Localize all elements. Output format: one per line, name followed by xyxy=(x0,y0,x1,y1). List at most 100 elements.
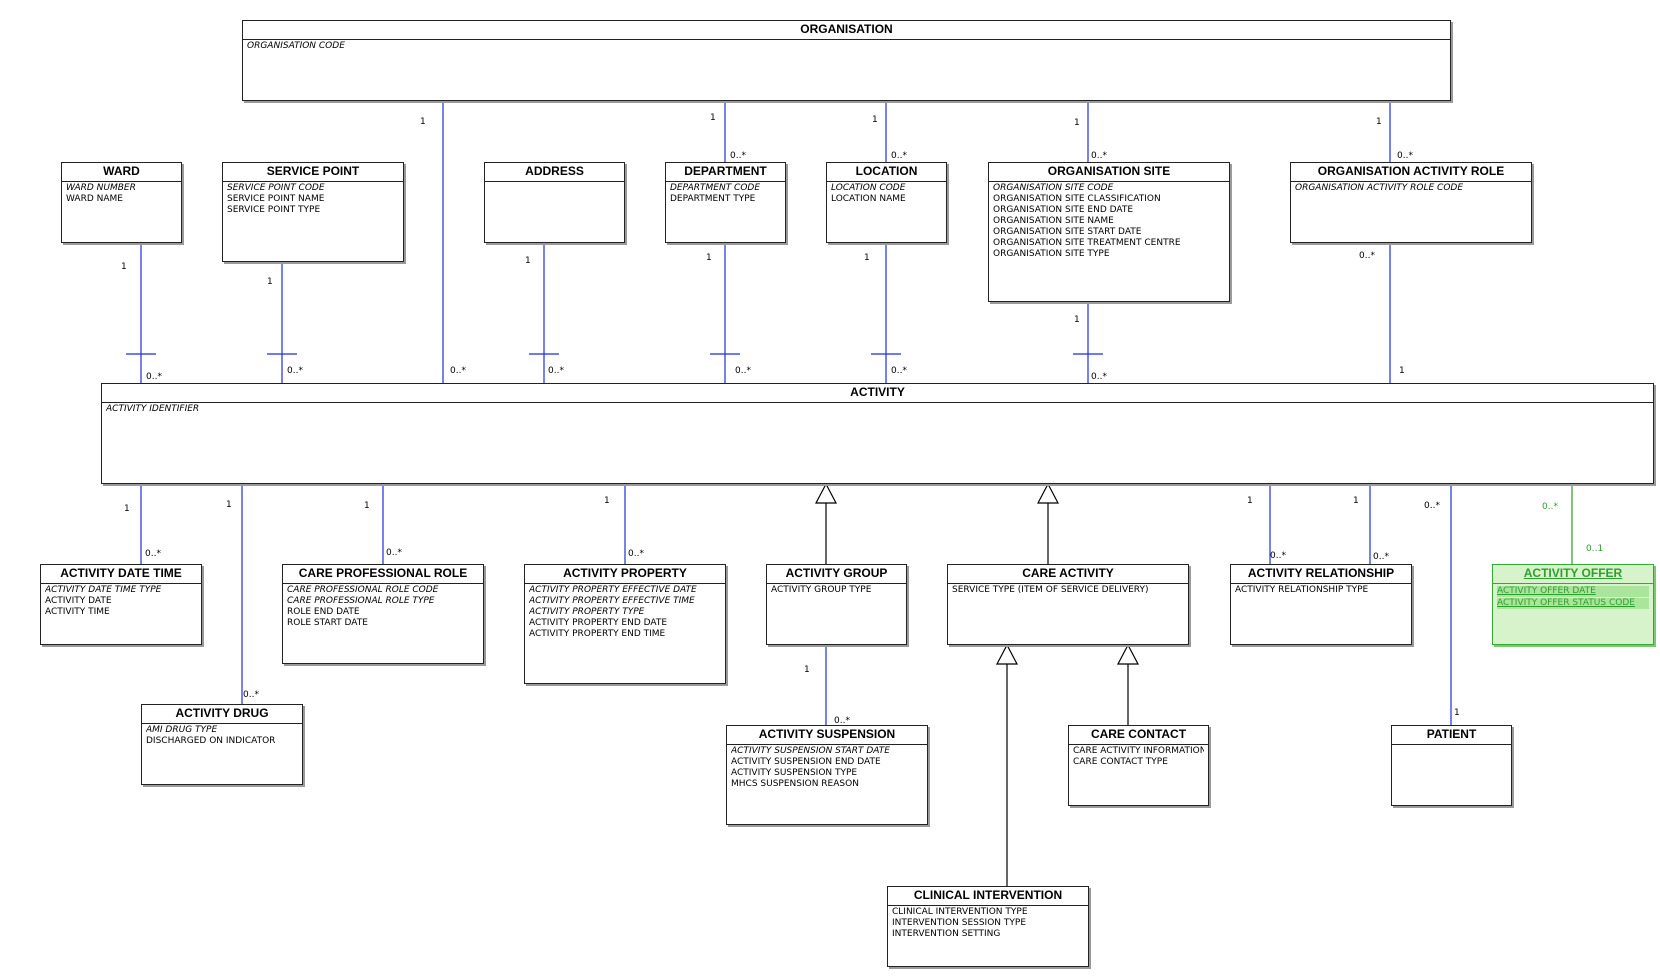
attribute: INTERVENTION SESSION TYPE xyxy=(892,918,1027,928)
attribute: ACTIVITY PROPERTY END DATE xyxy=(529,618,668,628)
entity-name: CLINICAL INTERVENTION xyxy=(888,887,1088,906)
entity-name: ACTIVITY DRUG xyxy=(142,705,302,724)
multiplicity-label: 1 xyxy=(1376,117,1382,127)
entity-name: ACTIVITY OFFER xyxy=(1493,565,1653,584)
entity-name: ADDRESS xyxy=(485,163,624,182)
entity-name: CARE PROFESSIONAL ROLE xyxy=(283,565,483,584)
attribute: ACTIVITY OFFER DATE xyxy=(1497,586,1649,597)
attribute: ORGANISATION CODE xyxy=(247,41,345,51)
attribute: ACTIVITY PROPERTY EFFECTIVE TIME xyxy=(529,596,695,606)
entity-name: LOCATION xyxy=(827,163,946,182)
attribute: ACTIVITY RELATIONSHIP TYPE xyxy=(1235,585,1369,595)
attribute-list: ORGANISATION ACTIVITY ROLE CODE xyxy=(1291,182,1531,195)
attribute: CARE PROFESSIONAL ROLE TYPE xyxy=(287,596,435,606)
attribute: CLINICAL INTERVENTION TYPE xyxy=(892,907,1028,917)
multiplicity-label: 0..* xyxy=(450,366,466,376)
multiplicity-label: 1 xyxy=(1353,496,1359,506)
multiplicity-label: 0..* xyxy=(730,151,746,161)
entity-name: ACTIVITY RELATIONSHIP xyxy=(1231,565,1411,584)
entity-name: CARE CONTACT xyxy=(1069,726,1208,745)
multiplicity-label: 1 xyxy=(864,253,870,263)
attribute: CARE ACTIVITY INFORMATION xyxy=(1073,746,1204,756)
multiplicity-label: 0..* xyxy=(243,690,259,700)
multiplicity-label: 0..* xyxy=(287,366,303,376)
multiplicity-label: 1 xyxy=(1399,366,1405,376)
attribute: LOCATION NAME xyxy=(831,194,906,204)
entity-name: PATIENT xyxy=(1392,726,1511,745)
entity-name: ORGANISATION ACTIVITY ROLE xyxy=(1291,163,1531,182)
entity-name: SERVICE POINT xyxy=(223,163,403,182)
attribute: ORGANISATION SITE END DATE xyxy=(993,205,1134,215)
multiplicity-label: 0..* xyxy=(1091,372,1107,382)
attribute: ROLE START DATE xyxy=(287,618,368,628)
multiplicity-label: 0..* xyxy=(386,548,402,558)
generalization-arrow xyxy=(1117,643,1139,665)
attribute: ACTIVITY DATE xyxy=(45,596,112,606)
attribute: WARD NUMBER xyxy=(66,183,136,193)
attribute-list: ACTIVITY GROUP TYPE xyxy=(767,584,906,597)
multiplicity-label: 0..* xyxy=(1542,502,1558,512)
attribute: ORGANISATION SITE START DATE xyxy=(993,227,1142,237)
multiplicity-label: 1 xyxy=(710,113,716,123)
attribute: ACTIVITY IDENTIFIER xyxy=(106,404,200,414)
multiplicity-label: 0..* xyxy=(891,151,907,161)
attribute: ACTIVITY OFFER STATUS CODE xyxy=(1497,598,1649,609)
attribute: CARE PROFESSIONAL ROLE CODE xyxy=(287,585,439,595)
multiplicity-label: 1 xyxy=(804,665,810,675)
attribute: INTERVENTION SETTING xyxy=(892,929,1001,939)
multiplicity-label: 0..* xyxy=(1373,552,1389,562)
attribute: ACTIVITY TIME xyxy=(45,607,110,617)
attribute: DISCHARGED ON INDICATOR xyxy=(146,736,276,746)
entity-name: WARD xyxy=(62,163,181,182)
entity-name: ACTIVITY SUSPENSION xyxy=(727,726,927,745)
attribute: SERVICE POINT NAME xyxy=(227,194,325,204)
attribute: ACTIVITY PROPERTY EFFECTIVE DATE xyxy=(529,585,697,595)
multiplicity-label: 0..* xyxy=(1359,251,1375,261)
attribute: AMI DRUG TYPE xyxy=(146,725,218,735)
attribute: ORGANISATION SITE NAME xyxy=(993,216,1114,226)
attribute-list: SERVICE TYPE (ITEM OF SERVICE DELIVERY) xyxy=(948,584,1188,597)
multiplicity-label: 1 xyxy=(364,501,370,511)
attribute-list: ACTIVITY IDENTIFIER xyxy=(102,403,1653,416)
multiplicity-label: 0..* xyxy=(1270,551,1286,561)
entity-name: ACTIVITY PROPERTY xyxy=(525,565,725,584)
multiplicity-label: 1 xyxy=(872,115,878,125)
multiplicity-label: 1 xyxy=(267,277,273,287)
generalization-arrow xyxy=(815,482,837,504)
attribute: ORGANISATION ACTIVITY ROLE CODE xyxy=(1295,183,1464,193)
multiplicity-label: 1 xyxy=(226,500,232,510)
attribute: MHCS SUSPENSION REASON xyxy=(731,779,859,789)
entity-address[interactable]: ADDRESS xyxy=(484,162,625,243)
entity-name: ORGANISATION SITE xyxy=(989,163,1229,182)
generalization-arrow xyxy=(996,643,1018,665)
attribute-list: ACTIVITY RELATIONSHIP TYPE xyxy=(1231,584,1411,597)
entity-patient[interactable]: PATIENT xyxy=(1391,725,1512,806)
